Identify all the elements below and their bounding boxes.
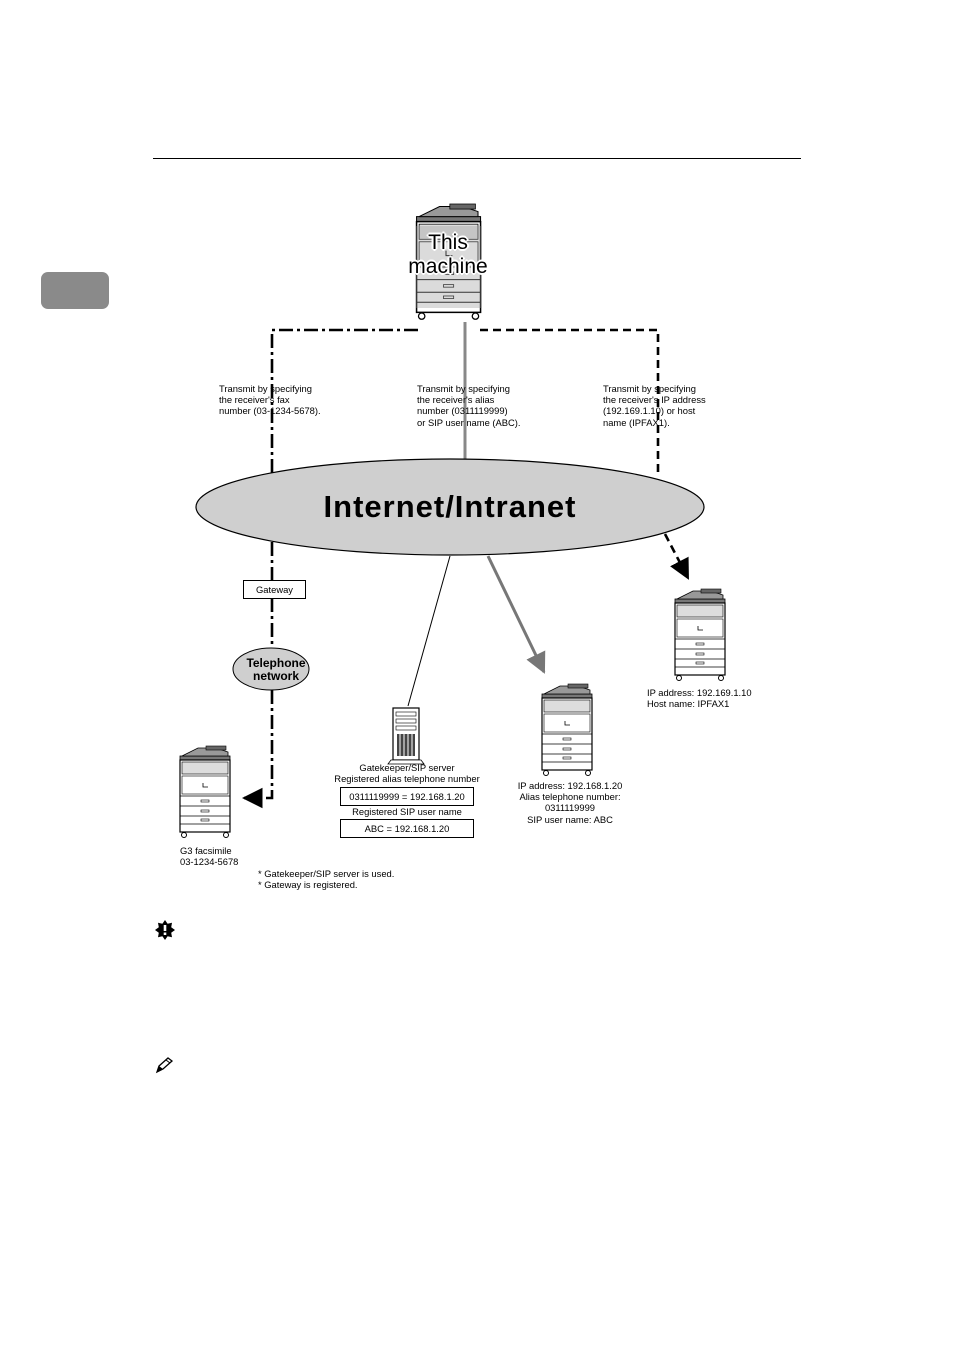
ip-receiver-caption: IP address: 192.169.1.10 Host name: IPFA… <box>647 687 752 710</box>
alias-receiver-caption: IP address: 192.168.1.20 Alias telephone… <box>517 780 623 825</box>
sip-entry-box: ABC = 192.168.1.20 <box>340 819 474 838</box>
note-icon <box>155 1057 174 1074</box>
alias-entry-box: 0311119999 = 192.168.1.20 <box>340 787 474 806</box>
important-icon <box>155 920 175 940</box>
top-rule <box>153 158 801 159</box>
this-machine-label: This machine <box>408 231 488 278</box>
internet-ellipse <box>195 458 705 556</box>
ip-receiver-copier <box>674 588 726 682</box>
ip-route-arrow <box>663 533 690 580</box>
server-caption: Gatekeeper/SIP server Registered alias t… <box>334 762 480 785</box>
gateway-box: Gateway <box>243 580 306 599</box>
g3-fax-copier <box>179 745 231 839</box>
server-link-line <box>407 555 451 707</box>
sip-caption: Registered SIP user name <box>352 806 462 817</box>
internet-label: Internet/Intranet <box>323 489 577 524</box>
ip-route-label: Transmit by specifying the receiver's IP… <box>603 383 706 428</box>
telephone-network-label: Telephone network <box>246 656 306 683</box>
alias-receiver-copier <box>541 683 593 777</box>
fax-route-label: Transmit by specifying the receiver's fa… <box>219 383 321 417</box>
g3-fax-caption: G3 facsimile 03-1234-5678 <box>180 845 239 868</box>
fax-route-line-lower <box>244 542 274 798</box>
this-machine-shade <box>416 226 482 308</box>
ip-route-line <box>480 328 660 476</box>
telephone-network-ellipse <box>232 647 310 691</box>
alias-delivery-arrow <box>486 555 546 674</box>
footnotes: * Gatekeeper/SIP server is used. * Gatew… <box>258 868 395 891</box>
alias-route-label: Transmit by specifying the receiver's al… <box>417 383 521 428</box>
fax-route-line <box>270 328 418 473</box>
chapter-tab <box>41 272 109 309</box>
server-tower <box>387 707 425 765</box>
